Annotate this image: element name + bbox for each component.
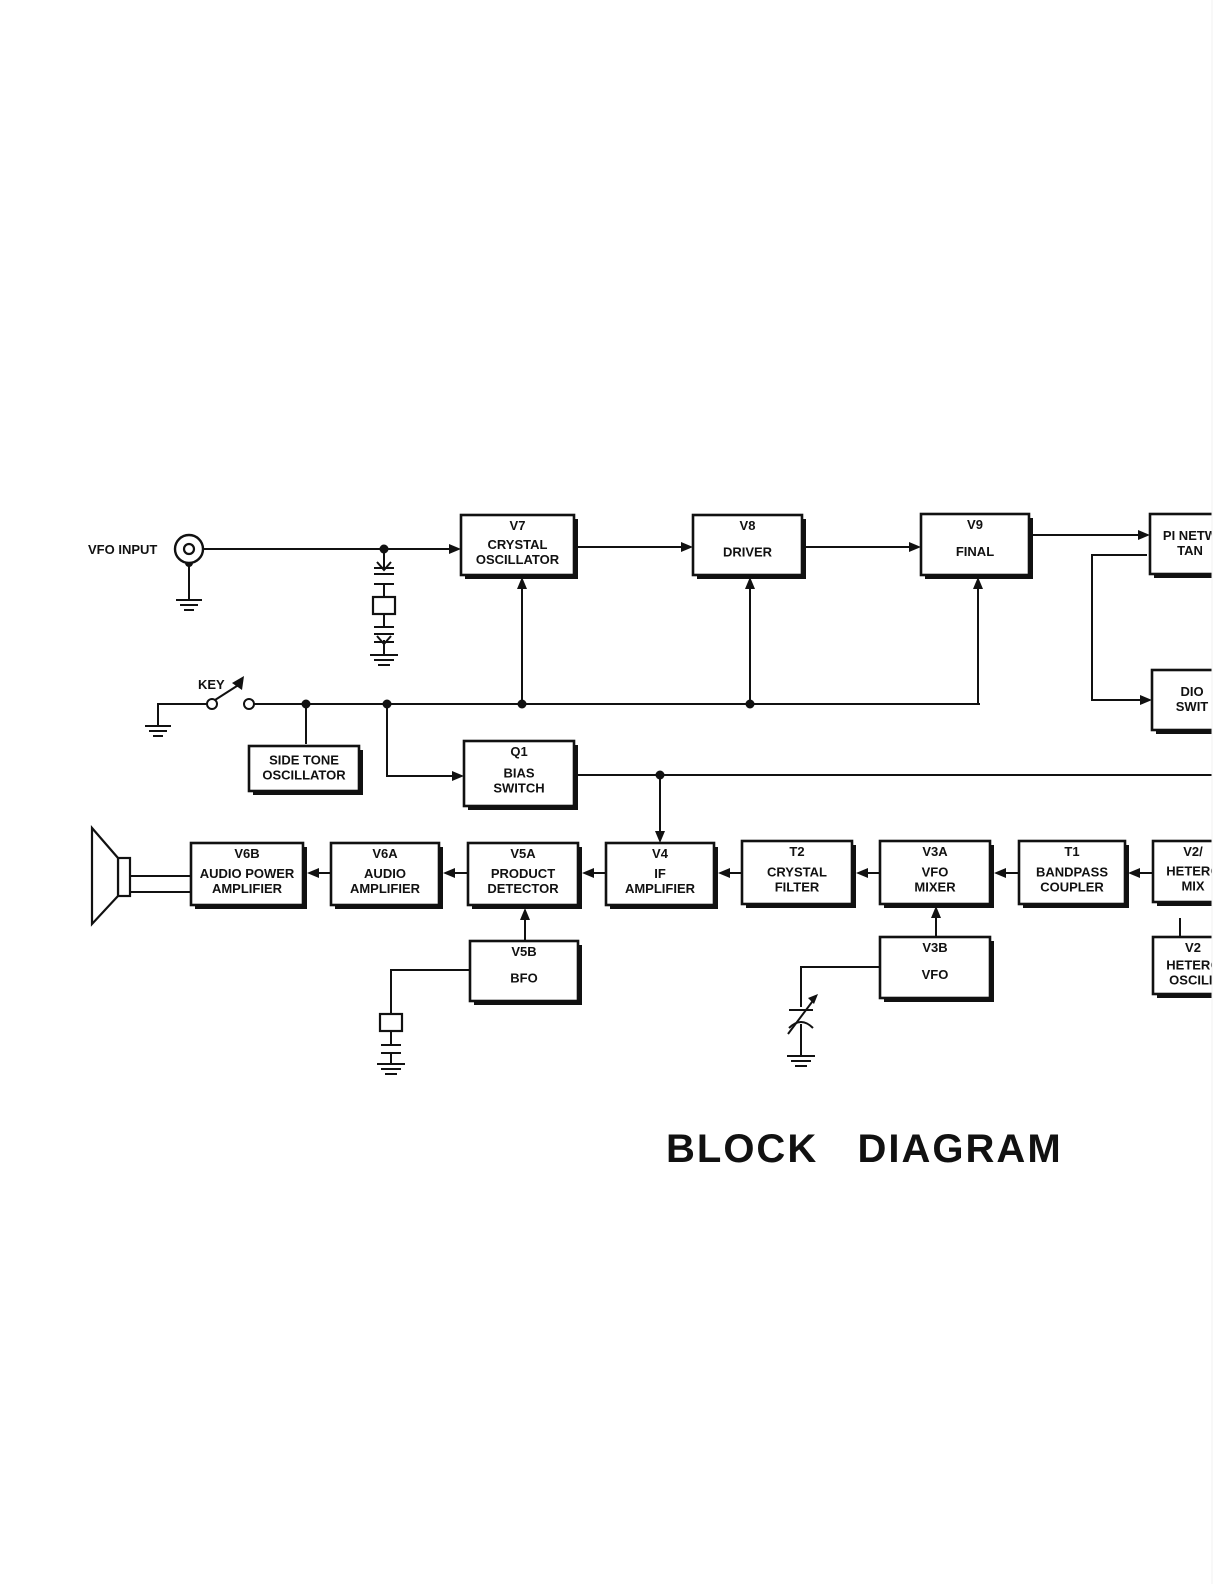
block-text-line: OSCILL — [1169, 973, 1217, 988]
block-id-label: V4 — [652, 846, 669, 861]
ground-icon — [787, 1055, 815, 1067]
block-text-line: HETERC — [1166, 958, 1220, 973]
block-text-line: DIO — [1180, 684, 1203, 699]
vfo-input-label: VFO INPUT — [88, 542, 157, 557]
block-id-label: V2/ — [1183, 844, 1203, 859]
block-text-line: DRIVER — [723, 545, 773, 560]
variable-capacitor-icon — [787, 994, 818, 1035]
block-id-label: V3B — [922, 940, 947, 955]
block-text-line: OSCILLATOR — [262, 768, 346, 783]
block-id-label: Q1 — [510, 744, 527, 759]
block-text-line: MIX — [1181, 879, 1204, 894]
block-v5b: V5B BFO — [468, 939, 582, 1005]
ground-icon — [176, 599, 202, 611]
block-text-line: COUPLER — [1040, 880, 1104, 895]
block-text-line: AMPLIFIER — [625, 881, 696, 896]
block-id-label: V6B — [234, 846, 259, 861]
block-text-line: MIXER — [914, 880, 956, 895]
block-text-line: AMPLIFIER — [212, 881, 283, 896]
block-id-label: V7 — [510, 518, 526, 533]
block-text-line: AMPLIFIER — [350, 881, 421, 896]
block-id-label: V2 — [1185, 940, 1201, 955]
block-id-label: T2 — [789, 844, 804, 859]
block-id-label: V5A — [510, 846, 536, 861]
block-id-label: T1 — [1064, 844, 1079, 859]
block-text-line: CRYSTAL — [767, 865, 827, 880]
diagram-title: BLOCK DIAGRAM — [666, 1127, 1063, 1171]
block-text-line: DETECTOR — [487, 881, 559, 896]
junction-dots — [185, 544, 755, 780]
block-text-line: TAN — [1177, 543, 1203, 558]
wires — [130, 534, 1212, 1064]
key-label: KEY — [198, 677, 225, 692]
block-text-line: HETERC — [1166, 864, 1220, 879]
block-text-line: PI NETW — [1163, 528, 1218, 543]
block-text-line: BANDPASS — [1036, 865, 1108, 880]
arrowheads — [307, 530, 1152, 920]
block-text-line: SWIT — [1176, 699, 1209, 714]
block-id-label: V3A — [922, 844, 948, 859]
block-text-line: VFO — [922, 865, 949, 880]
block-text-line: VFO — [922, 967, 949, 982]
block-text-line: CRYSTAL — [488, 537, 548, 552]
block-text-line: IF — [654, 866, 666, 881]
block-id-label: V6A — [372, 846, 398, 861]
block-text-line: AUDIO POWER — [200, 866, 295, 881]
block-id-label: V9 — [967, 517, 983, 532]
ground-icon — [377, 1063, 405, 1075]
block-text-line: FINAL — [956, 544, 994, 559]
block-text-line: BFO — [510, 971, 537, 986]
block-v3b: V3B VFO — [878, 935, 994, 1002]
block-id-label: V5B — [511, 944, 536, 959]
block-text-line: PRODUCT — [491, 866, 555, 881]
crystal-icon — [378, 1012, 404, 1054]
ground-icon — [370, 654, 398, 666]
block-text-line: BIAS — [503, 766, 534, 781]
crystal-icon — [371, 561, 397, 646]
vfo-input-jack-icon — [173, 533, 205, 565]
block-text-line: SIDE TONE — [269, 753, 339, 768]
block-id-label: V8 — [740, 518, 756, 533]
block-text-line: FILTER — [775, 880, 820, 895]
ground-icon — [145, 725, 171, 737]
key-switch-icon — [206, 676, 255, 710]
block-text-line: SWITCH — [493, 781, 544, 796]
block-text-line: AUDIO — [364, 866, 406, 881]
block-text-line: OSCILLATOR — [476, 552, 560, 567]
speaker-icon — [90, 825, 132, 927]
